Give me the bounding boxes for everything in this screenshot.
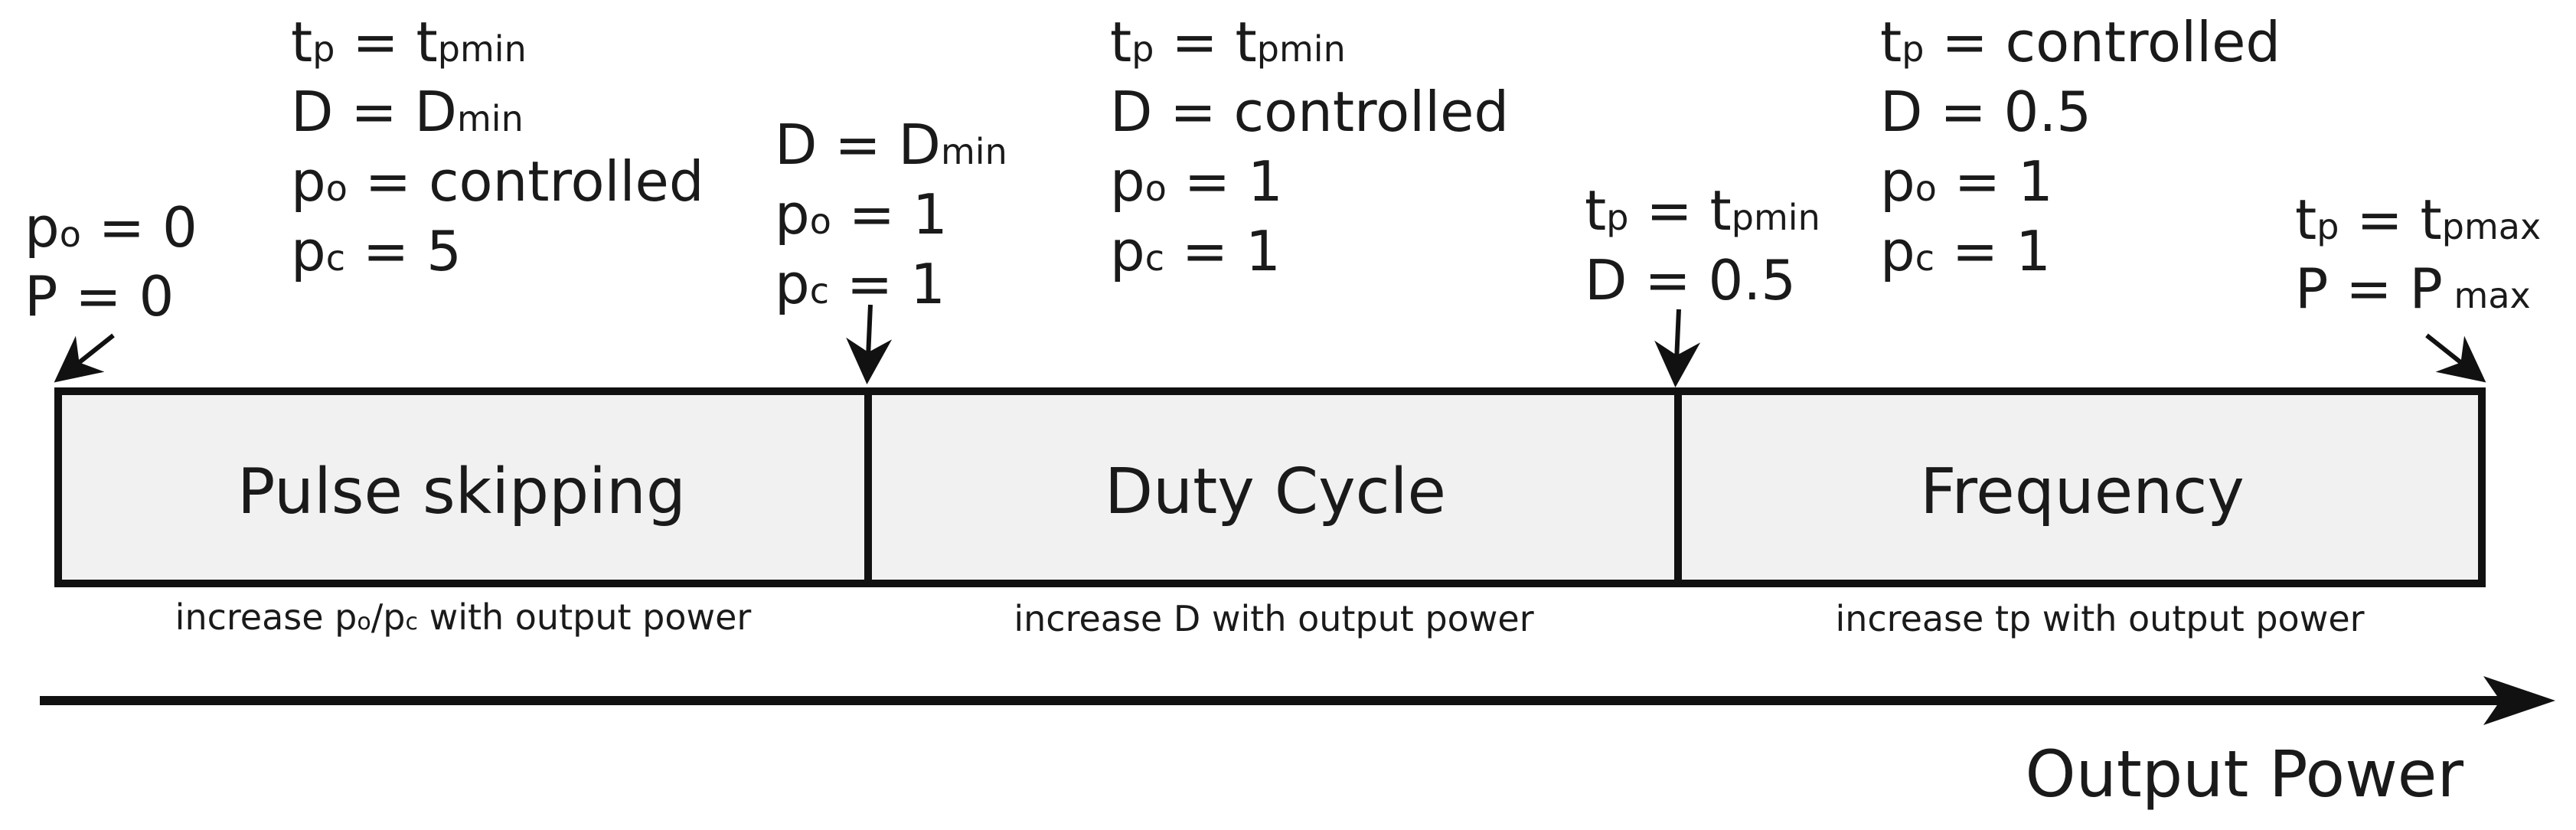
- param-line: D = Dmin: [291, 80, 524, 144]
- frequency-box: [1674, 387, 2486, 587]
- duty-cycle-note: increase D with output power: [1014, 598, 1533, 639]
- param-line: tp = controlled: [1880, 10, 2281, 74]
- param-line: tp = tpmin: [291, 10, 527, 74]
- param-line: tp = tpmin: [1585, 178, 1820, 243]
- param-line: pc = 1: [775, 252, 945, 316]
- duty-cycle-label: Duty Cycle: [1105, 456, 1446, 528]
- frequency-note: increase tp with output power: [1835, 598, 2364, 639]
- output-power-label: Output Power: [2026, 737, 2464, 812]
- param-line: po = 1: [1110, 149, 1283, 214]
- pulse-skipping-label: Pulse skipping: [237, 456, 686, 528]
- param-line: D = controlled: [1110, 80, 1509, 144]
- boundary-1-pointer-arrow: [846, 304, 893, 384]
- param-line: pc = 1: [1880, 219, 2051, 283]
- param-line: tp = tpmax: [2295, 188, 2541, 252]
- param-line: po = 0: [24, 195, 198, 260]
- param-line: P = 0: [24, 264, 174, 328]
- output-power-arrowhead: [2483, 676, 2555, 725]
- pulse-skipping-box: [54, 387, 872, 587]
- param-line: D = 0.5: [1880, 80, 2091, 144]
- param-line: D = Dmin: [775, 113, 1007, 177]
- param-line: pc = 1: [1110, 219, 1281, 283]
- param-line: pc = 5: [291, 219, 462, 283]
- frequency-label: Frequency: [1920, 456, 2245, 528]
- param-line: po = controlled: [291, 149, 704, 214]
- start-pointer-arrow: [54, 333, 115, 383]
- param-line: po = 1: [775, 182, 948, 247]
- param-line: D = 0.5: [1585, 248, 1796, 312]
- pulse-skipping-note: increase po/pc with output power: [175, 596, 752, 638]
- start-point-label: po = 0P = 0: [24, 195, 198, 328]
- duty-cycle-box: [864, 387, 1682, 587]
- param-line: tp = tpmin: [1110, 10, 1346, 74]
- param-line: po = 1: [1880, 149, 2053, 214]
- end-pointer-arrow: [2425, 333, 2486, 383]
- param-line: P = P max: [2295, 257, 2531, 321]
- boundary-2-pointer-arrow: [1654, 309, 1701, 387]
